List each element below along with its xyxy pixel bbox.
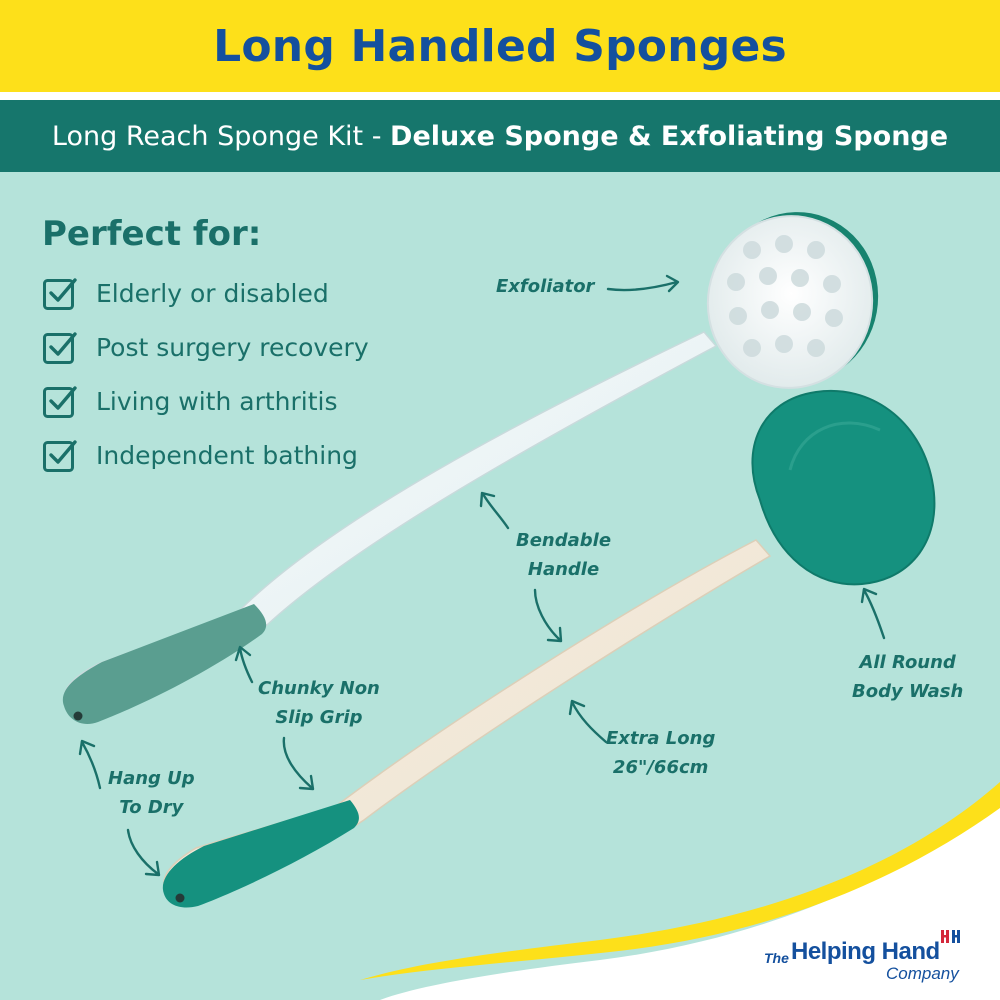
bendable-down-arrow-icon: [533, 588, 563, 643]
deluxe-sponge: [162, 389, 936, 908]
body-wash-arrow-icon: [860, 587, 886, 640]
subheader-banner: Long Reach Sponge Kit - Deluxe Sponge & …: [0, 100, 1000, 172]
list-item: Elderly or disabled: [42, 266, 369, 320]
extra-long-arrow-icon: [568, 699, 608, 744]
deluxe-head: [751, 389, 936, 586]
exfoliator-nubs: [727, 235, 843, 357]
chunky-down-arrow-icon: [282, 736, 315, 791]
callout-line: All Round: [859, 652, 956, 673]
callout-line: Hang Up: [108, 768, 195, 789]
page-title: Long Handled Sponges: [213, 20, 787, 72]
header-banner: Long Handled Sponges: [0, 0, 1000, 92]
checkbox-icon: [43, 278, 77, 310]
deluxe-hang-hole: [175, 893, 185, 903]
logo-the: The: [764, 950, 789, 966]
yellow-swoosh: [360, 782, 1000, 980]
body-wash-callout: All Round Body Wash: [852, 648, 963, 706]
checkbox-icon: [43, 332, 77, 364]
callout-line: Handle: [527, 559, 600, 580]
list-item: Living with arthritis: [42, 374, 369, 428]
extra-long-callout: Extra Long 26"/66cm: [606, 724, 715, 782]
exfoliator-callout: Exfoliator: [496, 272, 594, 301]
deluxe-grip: [162, 800, 359, 908]
helping-hand-logo: The Helping Hand Company: [764, 930, 994, 994]
subheader-title: Long Reach Sponge Kit - Deluxe Sponge & …: [52, 121, 948, 152]
callout-line: Extra Long: [606, 728, 716, 749]
callout-line: Bendable: [516, 530, 612, 551]
callout-line: Exfoliator: [496, 276, 595, 297]
callout-line: To Dry: [119, 797, 184, 818]
subheader-emphasis: Deluxe Sponge & Exfoliating Sponge: [390, 120, 949, 152]
benefits-list: Elderly or disabled Post surgery recover…: [42, 266, 369, 482]
logo-company: Company: [886, 964, 959, 983]
exfoliator-grip: [62, 604, 267, 725]
benefit-label: Living with arthritis: [96, 386, 338, 416]
benefit-label: Elderly or disabled: [96, 278, 329, 308]
white-corner: [380, 800, 1000, 1000]
deluxe-head-highlight: [788, 421, 881, 471]
hang-up-callout: Hang Up To Dry: [108, 764, 195, 822]
list-item: Independent bathing: [42, 428, 369, 482]
benefits-heading: Perfect for:: [42, 214, 262, 254]
banner-gap: [0, 92, 1000, 100]
callout-line: Body Wash: [852, 681, 964, 702]
bendable-up-arrow-icon: [479, 491, 510, 530]
helping-hand-logo-mark: [941, 930, 960, 943]
list-item: Post surgery recovery: [42, 320, 369, 374]
logo-wordmark: Helping Hand: [791, 938, 940, 965]
subheader-prefix: Long Reach Sponge Kit -: [51, 120, 391, 152]
callout-line: 26"/66cm: [612, 757, 709, 778]
callout-line: Chunky Non: [258, 678, 380, 699]
benefit-label: Post surgery recovery: [96, 332, 369, 362]
checkbox-icon: [43, 386, 77, 418]
exfoliator-arrow-icon: [606, 274, 680, 293]
chunky-up-arrow-icon: [234, 645, 254, 684]
callout-arrows: [78, 274, 886, 877]
bendable-handle-callout: Bendable Handle: [516, 526, 611, 584]
exfoliator-hang-hole: [73, 711, 83, 721]
chunky-grip-callout: Chunky Non Slip Grip: [258, 674, 380, 732]
exfoliating-sponge: [62, 212, 879, 725]
to-dry-arrow-icon: [126, 828, 161, 877]
checkbox-icon: [43, 440, 77, 472]
hang-up-arrow-icon: [78, 739, 102, 790]
callout-line: Slip Grip: [275, 707, 363, 728]
benefit-label: Independent bathing: [96, 440, 358, 470]
